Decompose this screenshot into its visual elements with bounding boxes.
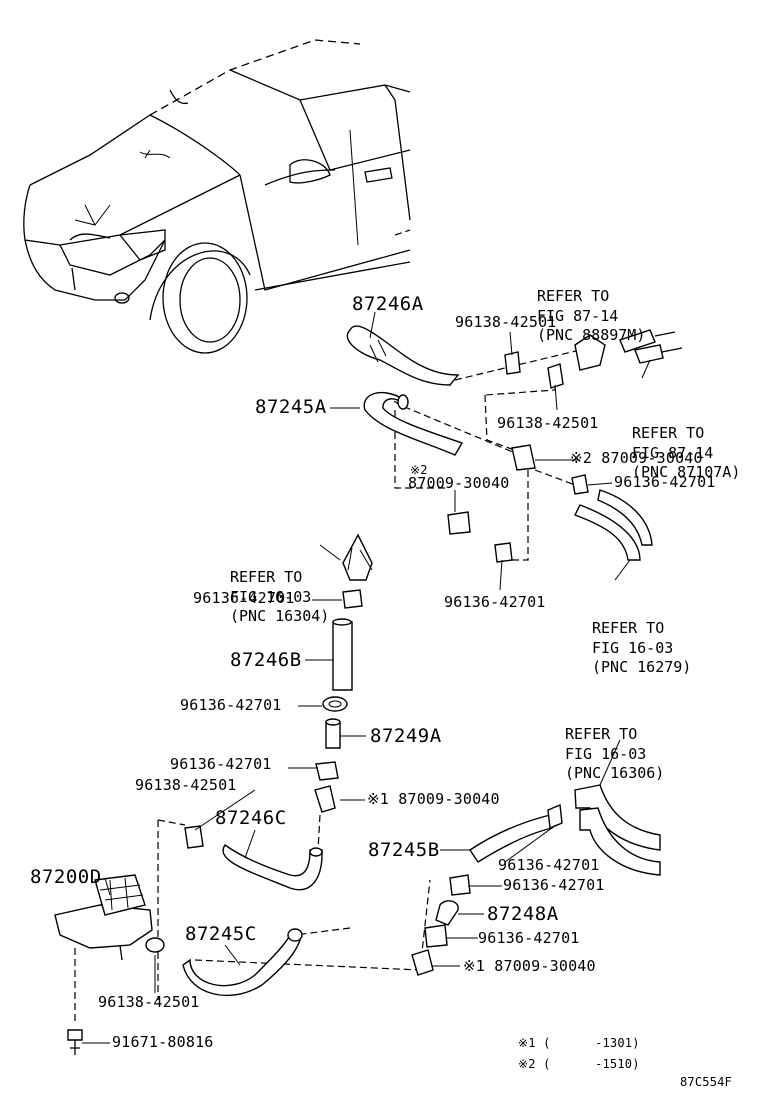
- clips-96136-lower-right: [424, 803, 563, 948]
- hose-87245B: [469, 814, 553, 863]
- label-87200D: 87200D: [30, 866, 102, 888]
- label-87009-30040-c: ※1 87009-30040: [367, 790, 500, 808]
- joint-87249A: [325, 718, 341, 749]
- label-87246B: 87246B: [230, 649, 302, 671]
- label-96136-42701-c: 96136-42701: [193, 589, 295, 607]
- label-96136-42701-e: 96136-42701: [170, 755, 272, 773]
- label-96136-42701-b: 96136-42701: [444, 593, 546, 611]
- label-91671-80816: 91671-80816: [112, 1033, 214, 1051]
- label-87009-30040-b: 87009-30040: [408, 474, 510, 492]
- hose-87245C: [182, 928, 303, 997]
- label-96138-42501-b: 96138-42501: [497, 414, 599, 432]
- connector-87009-bottom: [411, 949, 434, 976]
- car-illustration: [23, 39, 411, 354]
- label-87245B: 87245B: [368, 839, 440, 861]
- bolt-91671: [67, 1029, 83, 1055]
- label-87009-30040-d: ※1 87009-30040: [463, 957, 596, 975]
- clip-icons-upper: [447, 351, 589, 563]
- leader-lines: [82, 311, 651, 1044]
- clip-96136-mid: [322, 696, 348, 712]
- label-96138-42501-c: 96138-42501: [135, 776, 237, 794]
- label-mark-2: ※2: [410, 463, 428, 477]
- label-87245C: 87245C: [185, 923, 257, 945]
- pipes-16306: [574, 784, 661, 876]
- clip-96136-top: [342, 589, 363, 609]
- label-96136-42701-f: 96136-42701: [498, 856, 600, 874]
- label-96136-42701-d: 96136-42701: [180, 696, 282, 714]
- hose-16279-pipes: [574, 489, 653, 561]
- label-87246A: 87246A: [352, 293, 424, 315]
- hose-87246B: [332, 618, 353, 691]
- label-96136-42701-h: 96136-42701: [478, 929, 580, 947]
- label-87249A: 87249A: [370, 725, 442, 747]
- figure-code: 87C554F: [680, 1075, 732, 1089]
- label-87246C: 87246C: [215, 807, 287, 829]
- heater-valve-16304: [342, 533, 373, 581]
- connector-87009-lower: [314, 785, 336, 813]
- hose-87246C: [222, 844, 323, 891]
- label-87248A: 87248A: [487, 903, 559, 925]
- label-96138-42501-d: 96138-42501: [98, 993, 200, 1011]
- hose-87246A: [346, 325, 460, 386]
- upper-right-connector: [574, 329, 683, 371]
- joint-87248A: [435, 900, 459, 926]
- clip-96138-lower: [145, 825, 204, 953]
- clip-96136-lower: [315, 761, 339, 781]
- footnote-2: ※2 ( -1510): [518, 1057, 640, 1071]
- heater-valve-87200D: [54, 874, 153, 961]
- label-96136-42701-a: 96136-42701: [614, 473, 716, 491]
- label-87009-30040-a: ※2 87009-30040: [570, 449, 703, 467]
- footnote-1: ※1 ( -1301): [518, 1036, 640, 1050]
- label-96136-42701-g: 96136-42701: [503, 876, 605, 894]
- label-87245A: 87245A: [255, 396, 327, 418]
- hose-87245A: [363, 391, 464, 456]
- label-96138-42501-a: 96138-42501: [455, 313, 557, 331]
